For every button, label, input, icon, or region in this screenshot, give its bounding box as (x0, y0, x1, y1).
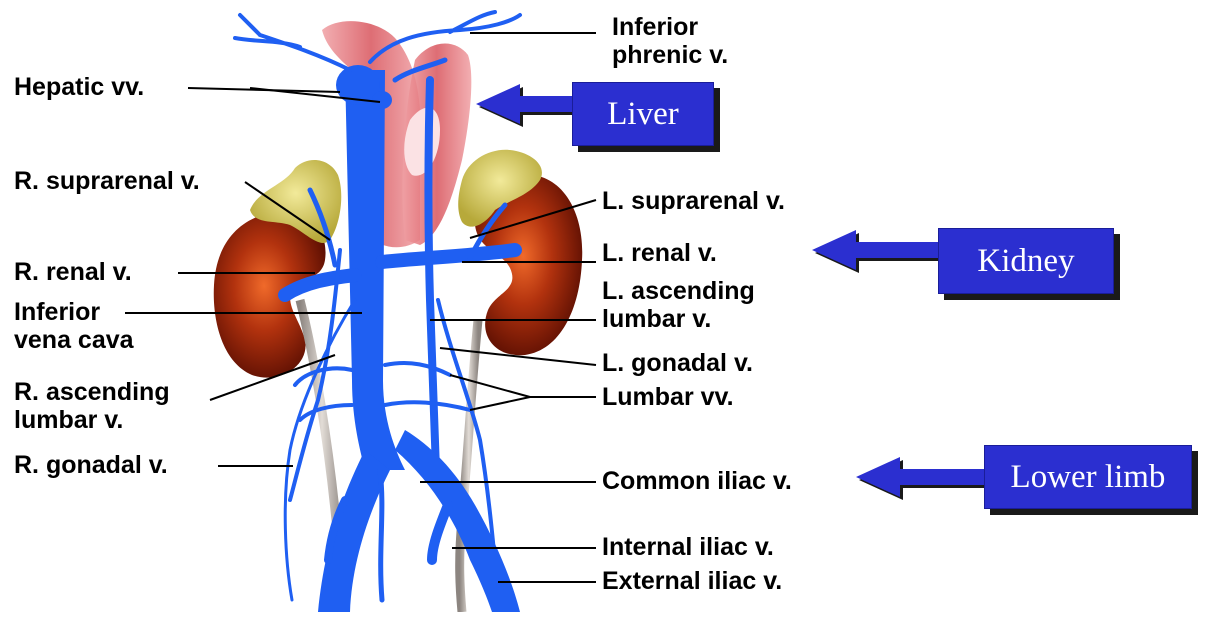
liver-arrow (476, 84, 581, 127)
left-suprarenal-vein-label: L. suprarenal v. (602, 188, 785, 215)
liver-callout: Liver (572, 82, 714, 146)
inferior-vena-cava-label-line2: vena cava (14, 327, 134, 354)
kidney-arrow (812, 230, 947, 273)
left-ascending-lumbar-label-line2: lumbar v. (602, 306, 711, 333)
right-gonadal-vein-label: R. gonadal v. (14, 452, 168, 479)
lower-limb-callout: Lower limb (984, 445, 1192, 509)
lumbar-veins-label: Lumbar vv. (602, 384, 734, 411)
liver-tissue (322, 21, 471, 247)
lower-limb-arrow (856, 457, 991, 500)
left-renal-vein-label: L. renal v. (602, 240, 717, 267)
external-iliac-vein-label: External iliac v. (602, 568, 782, 595)
internal-iliac-vein-label: Internal iliac v. (602, 534, 774, 561)
hepatic-veins-label: Hepatic vv. (14, 74, 144, 101)
right-ascending-lumbar-label-line1: R. ascending (14, 379, 170, 406)
right-ascending-lumbar-label-line2: lumbar v. (14, 407, 123, 434)
inferior-phrenic-label-line2: phrenic v. (612, 42, 728, 69)
kidney-callout: Kidney (938, 228, 1114, 294)
left-gonadal-vein-label: L. gonadal v. (602, 350, 753, 377)
left-ascending-lumbar-label-line1: L. ascending (602, 278, 755, 305)
common-iliac-vein-label: Common iliac v. (602, 468, 792, 495)
inferior-vena-cava-label-line1: Inferior (14, 299, 100, 326)
right-suprarenal-vein-label: R. suprarenal v. (14, 168, 200, 195)
inferior-phrenic-label-line1: Inferior (612, 14, 698, 41)
right-renal-vein-label: R. renal v. (14, 259, 132, 286)
